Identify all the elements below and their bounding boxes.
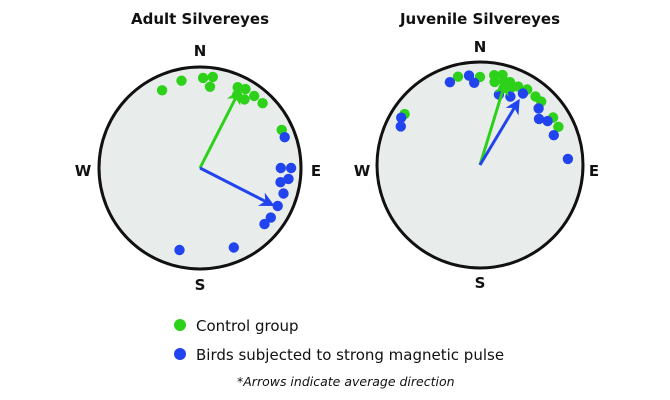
data-point-pulse xyxy=(469,77,480,89)
mean-direction-arrow-pulse xyxy=(478,98,520,166)
data-point-pulse xyxy=(265,212,276,223)
legend-note: *Arrows indicate average direction xyxy=(237,374,455,389)
compass-label-e: E xyxy=(589,162,599,180)
data-point-control xyxy=(239,94,250,105)
compass-label-s: S xyxy=(195,276,206,294)
data-point-pulse xyxy=(444,77,456,88)
data-point-pulse xyxy=(548,130,559,141)
mean-direction-arrow-control xyxy=(198,88,241,169)
compass-label-n: N xyxy=(194,42,207,60)
data-point-pulse xyxy=(272,200,283,212)
data-point-control xyxy=(204,81,216,93)
data-point-pulse xyxy=(275,162,286,174)
data-point-control xyxy=(156,85,168,96)
data-point-pulse xyxy=(275,177,286,188)
legend-swatch-pulse xyxy=(174,348,186,360)
data-point-control xyxy=(197,72,209,84)
data-point-pulse xyxy=(395,121,406,132)
compass-label-e: E xyxy=(311,162,321,180)
data-point-control xyxy=(452,71,464,82)
data-point-pulse xyxy=(517,88,529,99)
panel-title: Adult Silvereyes xyxy=(131,10,269,28)
arrow-layer xyxy=(198,88,275,207)
data-point-control xyxy=(553,121,564,132)
legend-label-pulse: Birds subjected to strong magnetic pulse xyxy=(196,346,504,364)
mean-direction-arrow-pulse xyxy=(199,166,275,207)
data-point-pulse xyxy=(463,70,475,81)
compass-label-w: W xyxy=(354,162,371,180)
compass-label-w: W xyxy=(75,162,92,180)
data-point-pulse xyxy=(533,103,544,114)
panel-juvenile: Juvenile Silvereyes N E S W xyxy=(354,10,599,292)
data-point-pulse xyxy=(533,113,545,125)
panel-adult: Adult Silvereyes N E S W xyxy=(75,10,321,294)
compass-label-n: N xyxy=(474,38,487,56)
data-point-pulse xyxy=(562,153,574,165)
mean-direction-arrow-control xyxy=(478,80,509,166)
data-point-control xyxy=(176,75,187,86)
data-point-pulse xyxy=(285,162,297,174)
legend-label-control: Control group xyxy=(196,317,299,335)
data-point-pulse xyxy=(505,91,516,102)
data-point-pulse xyxy=(542,115,553,127)
data-point-pulse xyxy=(228,242,239,253)
data-point-control xyxy=(249,90,260,102)
legend-swatch-control xyxy=(174,319,186,331)
data-point-control xyxy=(257,98,268,109)
panel-title: Juvenile Silvereyes xyxy=(399,10,560,28)
data-point-control xyxy=(489,76,500,88)
arrow-layer xyxy=(478,80,520,166)
legend: Control group Birds subjected to strong … xyxy=(174,317,504,389)
data-point-pulse xyxy=(278,188,289,199)
data-point-pulse xyxy=(396,112,407,123)
data-point-pulse xyxy=(279,132,290,143)
compass-label-s: S xyxy=(475,274,486,292)
data-point-control xyxy=(207,71,218,83)
data-point-control xyxy=(240,83,251,95)
data-point-pulse xyxy=(174,244,185,256)
data-point-pulse xyxy=(283,173,294,185)
data-point-pulse xyxy=(259,218,270,230)
